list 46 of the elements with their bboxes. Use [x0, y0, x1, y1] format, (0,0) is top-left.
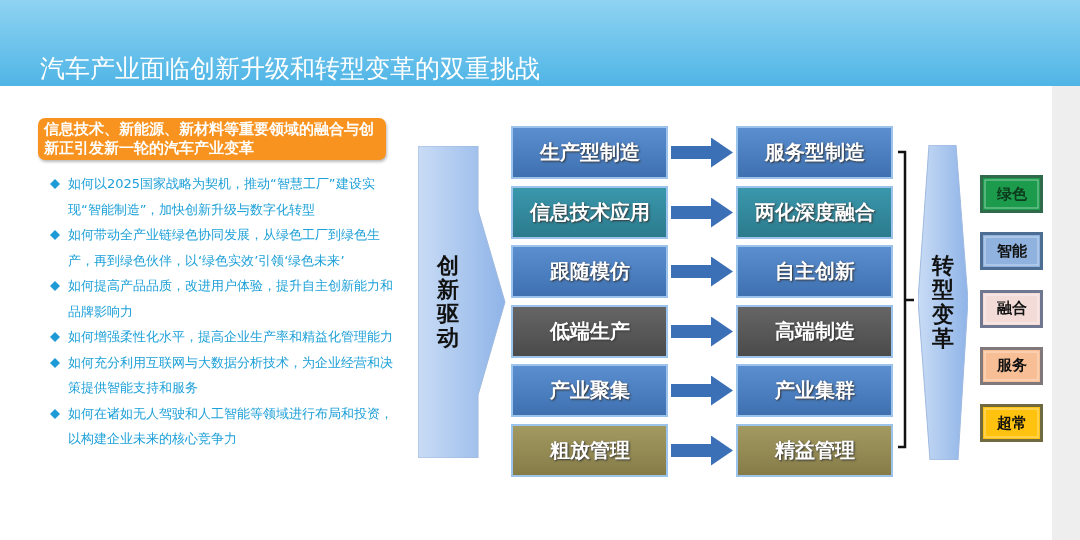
tag-box [980, 404, 1043, 443]
node-label: 信息技术、新能源、新材料等重要领域的融合与创新正引发新一轮的汽车产业变革 [44, 120, 375, 158]
node-label: 低端生产 [549, 318, 630, 345]
bullet-text: 如何增强柔性化水平，提高企业生产率和精益化管理能力 [68, 328, 394, 346]
node-label: 超常 [996, 413, 1027, 433]
node-label: 智能 [996, 241, 1027, 261]
node-label: 信息技术应用 [529, 199, 650, 226]
process-box [511, 364, 668, 417]
node-label: 创新驱动 [437, 253, 459, 351]
tag-box [980, 232, 1043, 271]
process-box [736, 305, 893, 358]
node-label: 产业聚集 [549, 377, 630, 404]
process-box [511, 126, 668, 179]
node-label: 高端制造 [774, 318, 855, 345]
node-label: 产业集群 [774, 377, 855, 404]
bullet-text: 如何充分利用互联网与大数据分析技术，为企业经营和决策提供智能支持和服务 [68, 353, 394, 397]
node-label: 自主创新 [774, 258, 855, 285]
tag-box [980, 289, 1043, 328]
hexagon-band [918, 145, 968, 460]
process-box [736, 126, 893, 179]
bullet-text: 如何带动全产业链绿色协同发展，从绿色工厂到绿色生产，再到绿色伙伴，以‘绿色实效’引领‘绿色未来’ [68, 226, 381, 270]
chevron-arrow-shape [418, 146, 506, 458]
node-label: 跟随模仿 [549, 258, 630, 285]
tag-box [980, 175, 1043, 213]
process-box [736, 424, 893, 477]
bullet-text: 如何提高产品品质，改进用户体验，提升自主创新能力和品牌影响力 [68, 277, 394, 321]
node-label: 融合 [996, 299, 1027, 319]
node-label: 精益管理 [774, 437, 855, 464]
node-label: 绿色 [996, 184, 1027, 204]
bullet-text: 如何在诸如无人驾驶和人工智能等领域进行布局和投资，以构建企业未来的核心竞争力 [68, 404, 394, 448]
process-box [736, 364, 893, 417]
bullet-text: 如何以2025国家战略为契机，推动“智慧工厂”建设实现“智能制造”，加快创新升级与数字化转型 [68, 175, 376, 219]
process-box [511, 305, 668, 358]
process-box [736, 186, 893, 239]
slide-title: 汽车产业面临创新升级和转型变革的双重挑战 [40, 53, 541, 85]
node-label: 服务 [996, 356, 1027, 376]
tag-box [980, 346, 1043, 385]
node-label: 粗放管理 [549, 437, 630, 464]
process-box [511, 245, 668, 298]
node-label: 服务型制造 [764, 139, 865, 166]
node-label: 转型变革 [932, 254, 954, 351]
node-label: 生产型制造 [539, 139, 640, 166]
process-box [511, 186, 668, 239]
node-label: 两化深度融合 [754, 199, 875, 226]
process-box [736, 245, 893, 298]
process-box [511, 424, 668, 477]
